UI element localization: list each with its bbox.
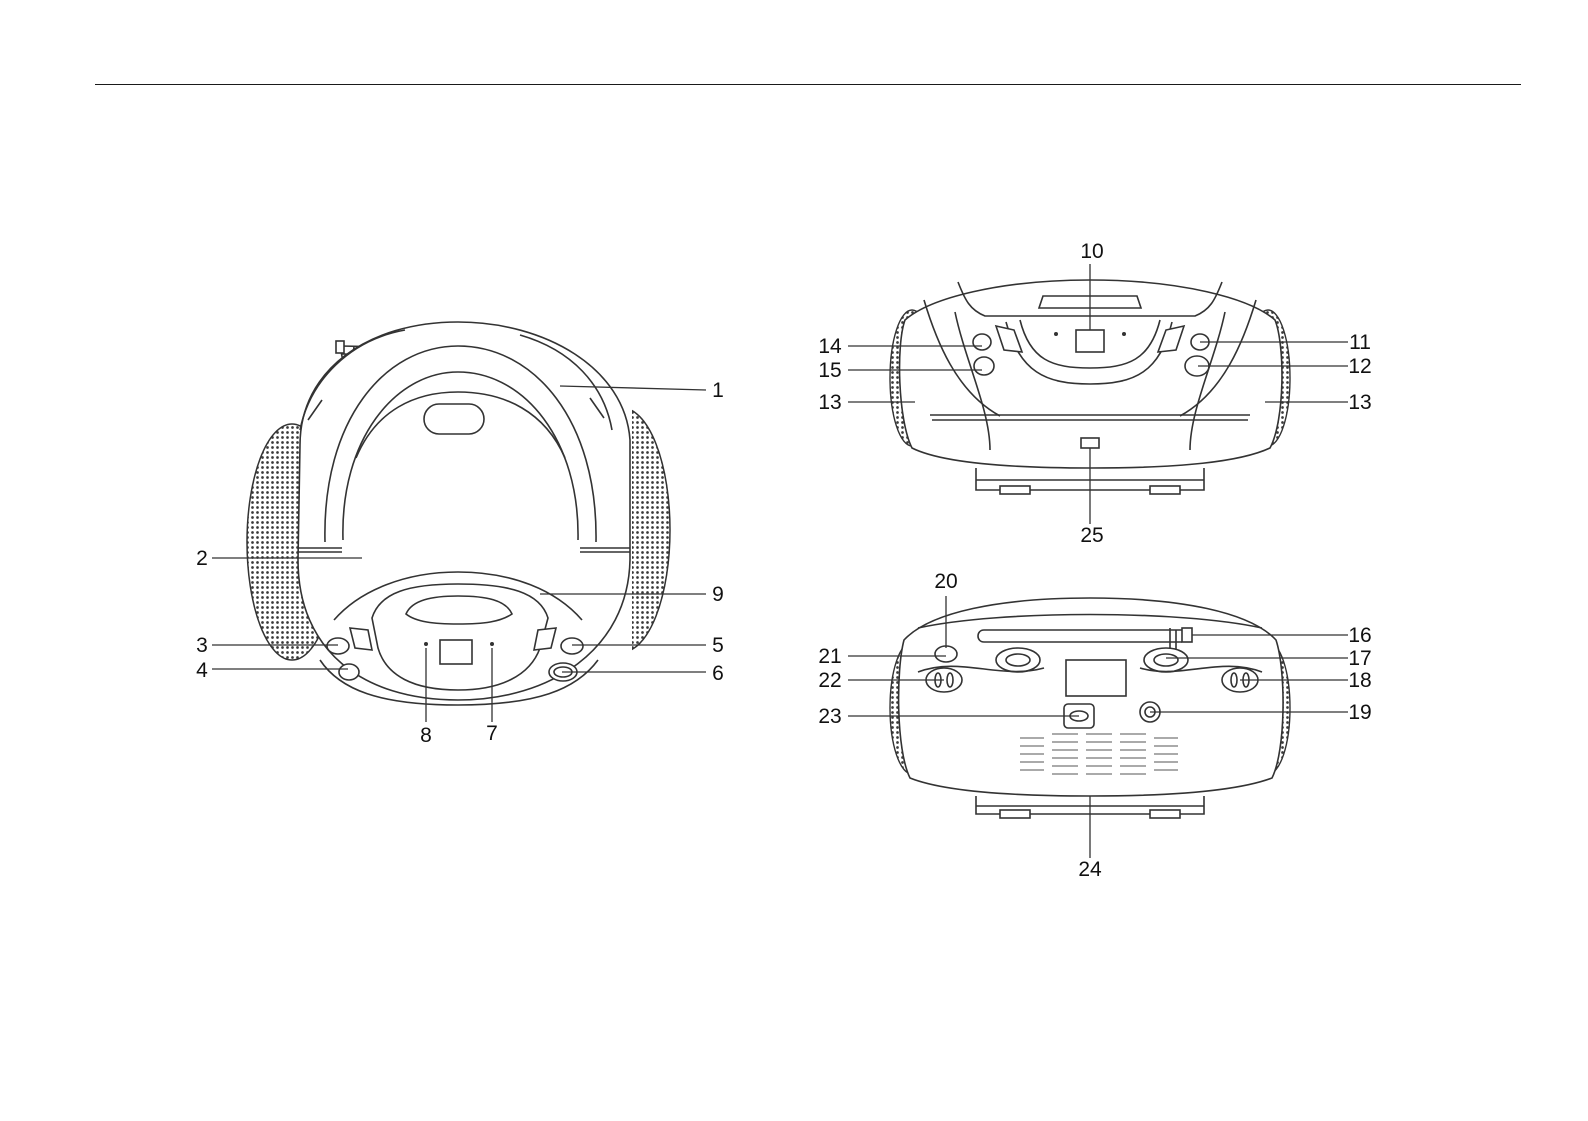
callout-4: 4 <box>196 659 208 682</box>
callout-3: 3 <box>196 634 208 657</box>
callout-16: 16 <box>1348 624 1371 647</box>
callout-5: 5 <box>712 634 724 657</box>
callout-24: 24 <box>1078 858 1102 881</box>
front-view-illustration <box>247 322 670 705</box>
callout-1: 1 <box>712 379 724 402</box>
callout-17: 17 <box>1348 647 1371 670</box>
callout-10: 10 <box>1080 240 1103 263</box>
callout-6: 6 <box>712 662 724 685</box>
callout-23: 23 <box>818 705 841 728</box>
callout-14: 14 <box>818 335 842 358</box>
callout-13-right: 13 <box>1348 391 1371 414</box>
callout-9: 9 <box>712 583 724 606</box>
callout-21: 21 <box>818 645 841 668</box>
callout-8: 8 <box>420 724 432 747</box>
callout-22: 22 <box>818 669 841 692</box>
callout-25: 25 <box>1080 524 1103 547</box>
callout-20: 20 <box>934 570 957 593</box>
callout-15: 15 <box>818 359 841 382</box>
callout-11: 11 <box>1349 331 1371 354</box>
callout-19: 19 <box>1348 701 1371 724</box>
callout-13-left: 13 <box>818 391 841 414</box>
callout-12: 12 <box>1348 355 1371 378</box>
back-view-illustration <box>890 598 1290 818</box>
callout-18: 18 <box>1348 669 1371 692</box>
callout-7: 7 <box>486 722 498 745</box>
callout-2: 2 <box>196 547 208 570</box>
